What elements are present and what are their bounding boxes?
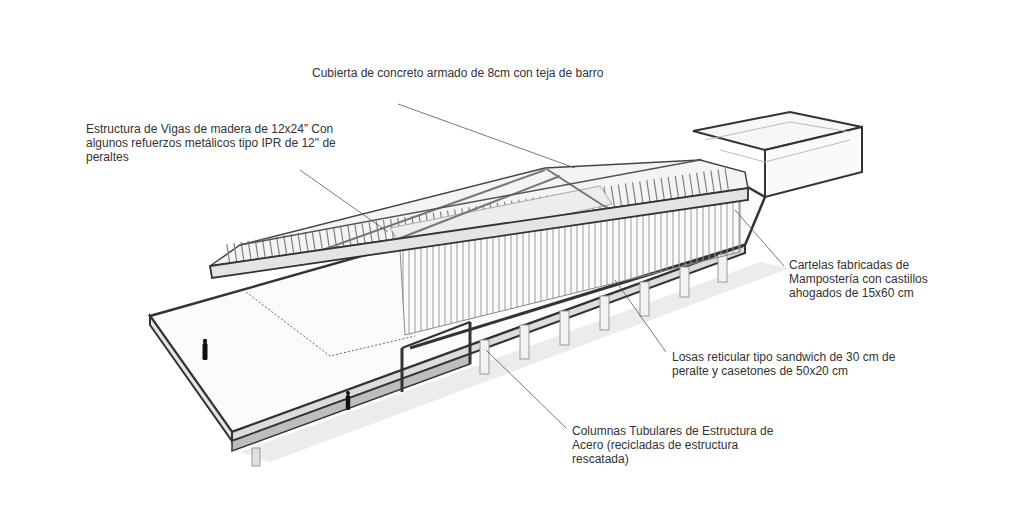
roof-eave	[210, 188, 748, 278]
terrace-slab	[150, 160, 765, 432]
steel-column	[520, 325, 529, 359]
roof-rafters	[228, 180, 728, 256]
figure-body	[346, 395, 350, 410]
figure-head	[203, 339, 207, 343]
callout-label: Cubierta de concreto armado de 8cm con t…	[312, 66, 608, 80]
leader-line	[735, 210, 784, 266]
leader-line	[398, 104, 575, 168]
callout-label: Columnas Tubulares de Estructura de Acer…	[572, 424, 794, 466]
pier	[252, 448, 260, 466]
leader-line	[615, 280, 666, 352]
roof-body	[210, 160, 748, 266]
end-box-inner	[720, 140, 850, 162]
section-wall	[401, 348, 404, 392]
steel-column	[560, 311, 569, 345]
callout-label: Cartelas fabricadas de Mampostería con c…	[789, 258, 954, 300]
steel-column	[718, 254, 727, 282]
human-figure	[203, 339, 208, 360]
projection-line	[246, 292, 415, 356]
figure-head	[346, 391, 350, 395]
steel-column	[640, 282, 649, 316]
callout-label: Losas reticular tipo sandwich de 30 cm d…	[672, 350, 927, 378]
leader-line	[486, 350, 566, 428]
roof-beam	[545, 168, 610, 210]
figure-body	[203, 343, 208, 360]
steel-column	[680, 267, 689, 297]
lower-floor-section	[232, 354, 470, 451]
steel-column	[600, 296, 609, 330]
leader-line	[300, 170, 388, 232]
end-box-front	[765, 127, 862, 197]
human-figure	[346, 391, 350, 410]
callout-label: Estructura de Vigas de madera de 12x24” …	[86, 122, 378, 164]
slab-side	[150, 316, 232, 441]
end-box-inner	[705, 122, 850, 140]
steel-column	[480, 340, 489, 374]
